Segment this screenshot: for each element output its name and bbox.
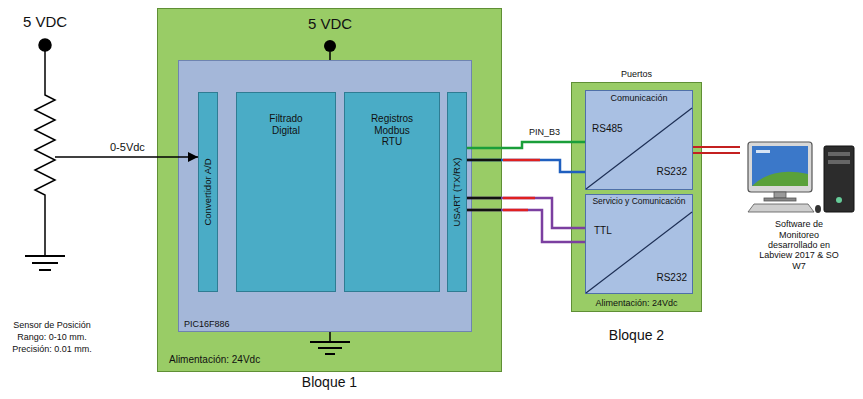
chip-name: PIC16F886: [184, 319, 230, 329]
signal-wire: [467, 160, 585, 172]
mcu-box: PIC16F886 Convertidor A/D Filtrado Digital…: [178, 60, 472, 332]
block-box: Bloque 1Alimentación: 24VdcPIC16F886Conv…: [157, 8, 502, 372]
block-name: Convertidor A/D: [203, 158, 214, 225]
block-title: Bloque 2: [572, 327, 701, 343]
wire-segments: [467, 160, 540, 210]
port-name: RS485: [592, 123, 623, 135]
sensor-caption: Rango: 0-10 mm.: [2, 332, 102, 342]
ports-box: PuertosAlimentación: 24VdcBloque 2Comuni…: [571, 82, 702, 312]
signal-wire: [693, 152, 740, 154]
signal-wire: [693, 146, 740, 148]
port-heading: Servicio y Comunicación: [586, 197, 692, 207]
adc-block: Convertidor A/D: [198, 92, 218, 292]
power-note: Alimentación: 24Vdc: [169, 354, 260, 366]
supply-terminal: [324, 40, 336, 60]
voltage-label: 5 VDC: [5, 13, 85, 30]
port-name: RS232: [656, 166, 687, 178]
wire-label: PIN_B3: [528, 127, 561, 137]
block-title: Bloque 1: [158, 374, 501, 390]
power-note: Alimentación: 24Vdc: [572, 298, 701, 308]
port-heading: Comunicación: [586, 93, 692, 103]
wire-label: 0-5Vdc: [109, 141, 146, 154]
wiper-wire: [55, 156, 102, 158]
resistor-symbol: [35, 51, 55, 256]
supply-dot: [39, 39, 51, 51]
potentiometer-symbol: [35, 39, 102, 256]
computer-icon: [748, 142, 854, 213]
sensor-caption: Precisión: 0.01 mm.: [2, 344, 102, 354]
block-name: Filtrado Digital: [237, 113, 335, 136]
ground-symbol: [25, 256, 65, 270]
signal-wire: [467, 198, 585, 228]
block-heading: Puertos: [572, 69, 701, 79]
usart-block: USART (TX/RX): [447, 92, 467, 292]
port-name: RS232: [656, 272, 687, 284]
software-caption: Software de Monitoreo desarrollado en La…: [755, 219, 843, 271]
modbus-block: Registros Modbus RTU: [344, 92, 440, 292]
filter-block: Filtrado Digital: [236, 92, 336, 292]
position-sensor: Sensor de PosiciónRango: 0-10 mm. Precisi…: [2, 40, 102, 360]
voltage-label: 5 VDC: [290, 15, 370, 32]
port-converter: Servicio y ComunicaciónTTL RS232: [585, 194, 693, 294]
block-name: Registros Modbus RTU: [345, 113, 439, 148]
signal-wire: [467, 142, 585, 148]
converter-diagonal: [586, 108, 692, 293]
port-converter: ComunicaciónRS485RS232: [585, 90, 693, 190]
port-name: TTL: [594, 225, 612, 237]
computer-node: Software de Monitoreo desarrollado en La…: [740, 140, 858, 275]
signal-wire: [467, 210, 585, 242]
ground-symbol: [310, 332, 350, 354]
sensor-caption: Sensor de Posición: [2, 320, 102, 330]
signal-wire: [102, 156, 198, 158]
block-name: USART (TX/RX): [452, 158, 463, 227]
